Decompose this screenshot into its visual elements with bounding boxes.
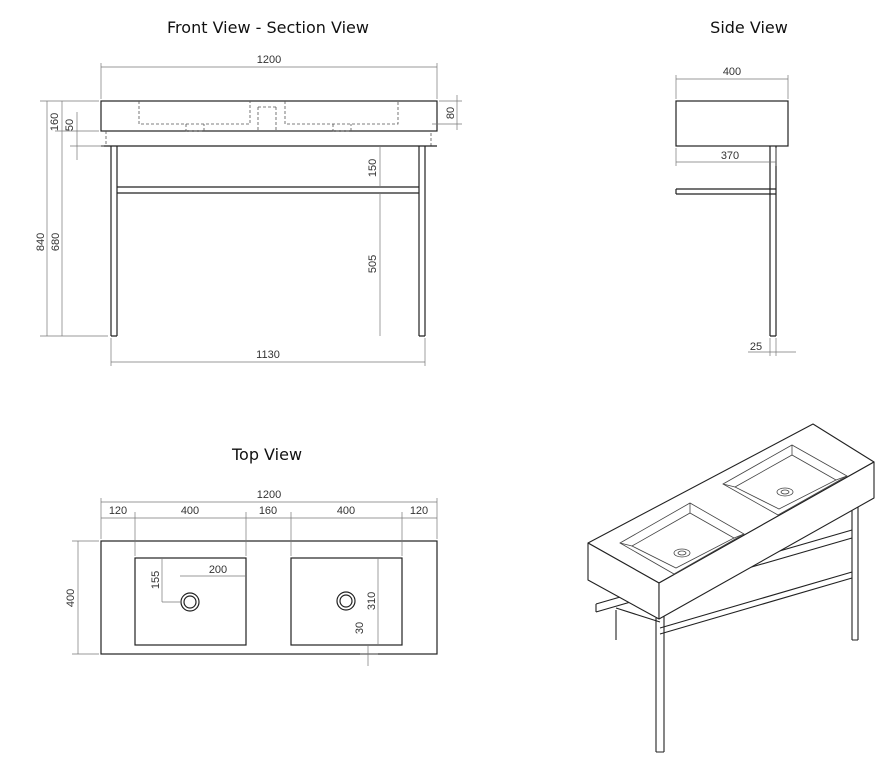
front-left-leg — [110, 146, 118, 337]
front-dim-160: 160 — [49, 113, 61, 131]
top-drain-right-inner — [339, 594, 353, 608]
iso-drain-right — [776, 487, 794, 497]
iso-basin-left-edges — [619, 503, 745, 547]
side-dim-400: 400 — [723, 66, 741, 78]
front-dim-1130: 1130 — [256, 349, 280, 361]
top-basin-left — [134, 557, 247, 646]
front-countertop — [100, 100, 438, 132]
top-dim-right-lines — [360, 558, 379, 666]
side-dim-370: 370 — [721, 150, 739, 162]
top-dim-edge-right: 120 — [410, 505, 428, 517]
front-dim-505: 505 — [367, 255, 379, 273]
front-dim-left-lines — [40, 100, 108, 337]
side-view-title: Side View — [710, 18, 788, 37]
front-dim-80-lines — [432, 95, 462, 130]
front-center-hidden — [257, 106, 277, 131]
iso-lower-rail — [659, 571, 853, 635]
top-dim-drain-y: 155 — [150, 571, 162, 589]
top-dim-back-margin: 30 — [354, 622, 366, 634]
side-dim-400-lines — [675, 75, 789, 99]
top-drain-left-inner — [183, 595, 197, 609]
iso-drain-left — [673, 548, 691, 558]
iso-countertop-side — [658, 461, 875, 620]
top-basin-right — [290, 557, 403, 646]
side-leg — [769, 146, 777, 337]
isometric-view — [587, 423, 875, 753]
top-dim-basin-depth: 310 — [366, 592, 378, 610]
top-dim-center-gap: 160 — [259, 505, 277, 517]
front-basin-right-hidden — [284, 101, 399, 125]
front-dim-50-line — [70, 112, 104, 160]
top-dim-1200: 1200 — [257, 489, 281, 501]
front-dim-1130-lines — [110, 338, 426, 366]
side-dim-25: 25 — [750, 341, 762, 353]
top-dim-segments-lines — [101, 512, 437, 556]
front-dim-150: 150 — [367, 159, 379, 177]
front-drains-hidden — [185, 124, 352, 132]
top-dim-basin-right: 400 — [337, 505, 355, 517]
front-dim-1200-lines — [100, 63, 438, 99]
iso-drain-right-inner — [780, 489, 790, 495]
front-dim-840: 840 — [35, 233, 47, 251]
front-dim-80: 80 — [445, 107, 457, 119]
iso-basin-right-edges — [722, 445, 848, 488]
front-right-leg — [418, 146, 426, 337]
side-dim-370-lines — [675, 148, 777, 166]
top-countertop — [100, 540, 438, 655]
top-drain-left-outer — [180, 592, 200, 612]
top-view: 1200 120 400 160 400 120 400 155 200 310… — [65, 489, 438, 666]
front-dim-1200: 1200 — [257, 54, 281, 66]
front-view-title: Front View - Section View — [167, 18, 369, 37]
top-drain-right-outer — [336, 591, 356, 611]
side-countertop — [675, 100, 789, 147]
front-view: 1200 1130 840 680 160 50 80 150 505 — [35, 54, 462, 366]
top-dim-edge-left: 120 — [109, 505, 127, 517]
front-basin-left-hidden — [138, 101, 251, 125]
top-dim-depth: 400 — [65, 589, 77, 607]
front-frame-hidden — [105, 131, 432, 147]
side-dim-25-lines — [748, 338, 796, 356]
top-dim-1200-lines — [100, 498, 438, 539]
top-dim-drain-lines — [161, 558, 246, 603]
top-dim-basin-left: 400 — [181, 505, 199, 517]
side-view: 400 370 25 — [675, 66, 796, 356]
iso-front-left-leg — [655, 616, 665, 753]
top-dim-depth-lines — [72, 540, 99, 655]
iso-drain-left-inner — [677, 550, 687, 556]
side-shelf — [675, 188, 776, 195]
front-dim-680: 680 — [50, 233, 62, 251]
top-dim-drain-x: 200 — [209, 564, 227, 576]
front-dim-50: 50 — [64, 119, 76, 131]
top-view-title: Top View — [231, 445, 303, 464]
front-shelf — [117, 186, 419, 194]
